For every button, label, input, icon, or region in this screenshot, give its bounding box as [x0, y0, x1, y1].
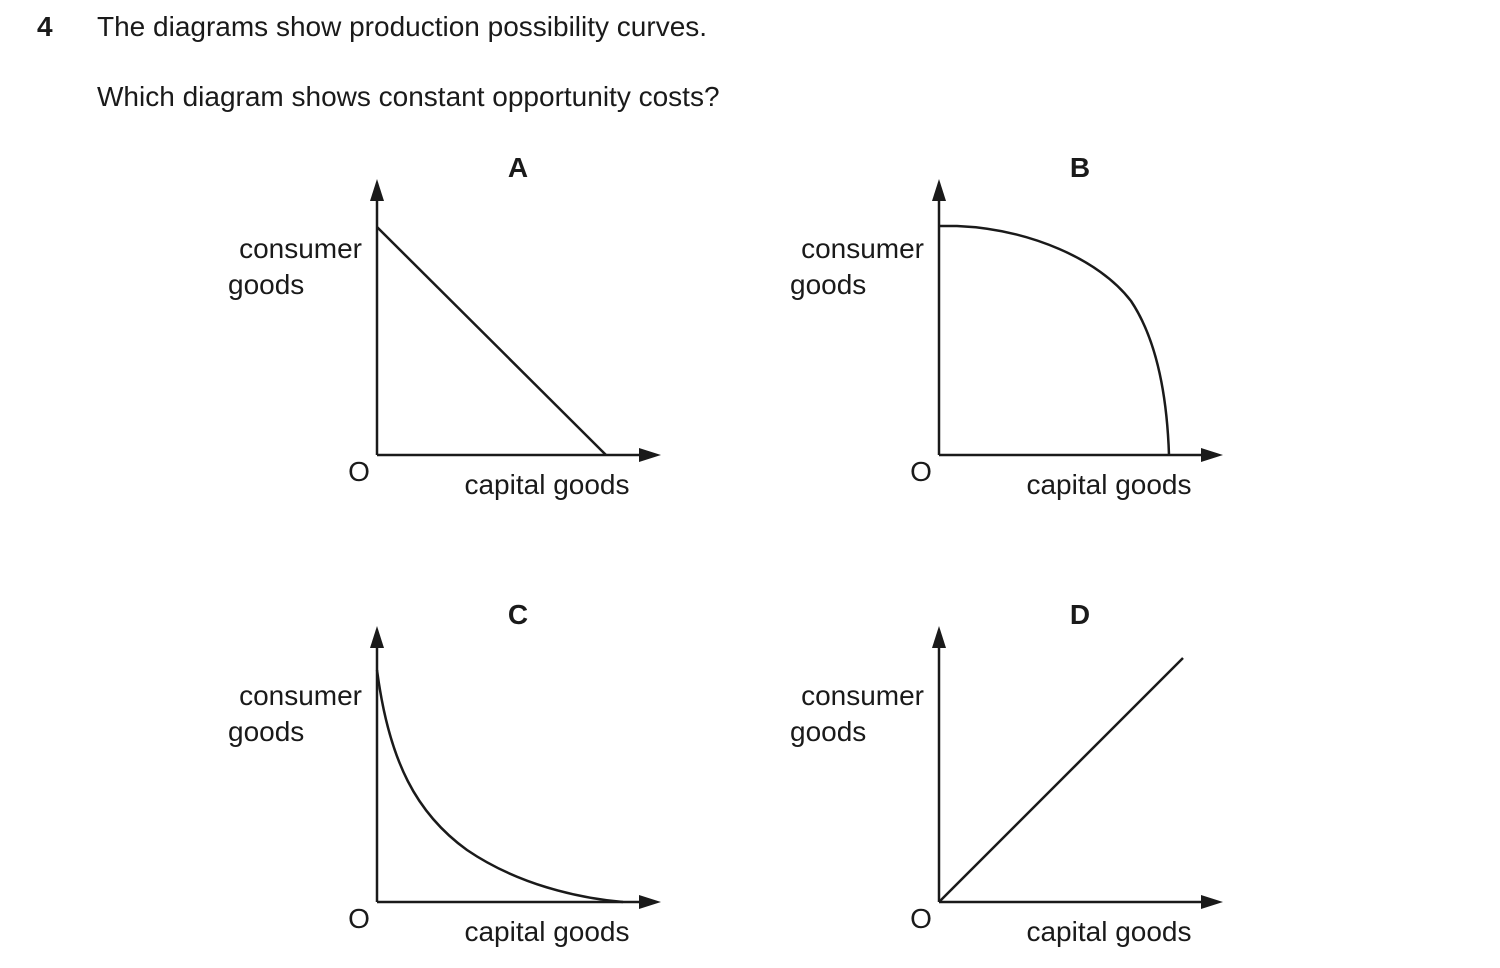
diagram-letter: A [508, 152, 528, 183]
y-axis-label: goods [228, 269, 304, 300]
x-axis-arrow [1201, 448, 1223, 462]
diagram-c: C consumer goods O capital goods [228, 599, 661, 947]
origin-label: O [348, 456, 370, 487]
question-number: 4 [37, 11, 53, 42]
origin-label: O [910, 903, 932, 934]
y-axis-arrow [370, 626, 384, 648]
origin-label: O [910, 456, 932, 487]
x-axis-arrow [1201, 895, 1223, 909]
y-axis-label: consumer [801, 233, 924, 264]
y-axis-arrow [932, 179, 946, 201]
ppc-curve [375, 669, 624, 904]
y-axis-arrow [932, 626, 946, 648]
diagram-d: D consumer goods O capital goods [790, 599, 1223, 947]
y-axis-label: goods [228, 716, 304, 747]
y-axis-label: goods [790, 269, 866, 300]
diagram-letter: C [508, 599, 528, 630]
origin-label: O [348, 903, 370, 934]
diagram-letter: B [1070, 152, 1090, 183]
y-axis-label: consumer [239, 233, 362, 264]
ppc-curve [939, 224, 1171, 456]
question-stem: The diagrams show production possibility… [97, 11, 708, 42]
ppc-curve [938, 657, 1184, 903]
x-axis-label: capital goods [464, 469, 629, 500]
question-prompt: Which diagram shows constant opportunity… [97, 81, 720, 112]
y-axis-arrow [370, 179, 384, 201]
x-axis-label: capital goods [464, 916, 629, 947]
x-axis-arrow [639, 448, 661, 462]
y-axis-label: consumer [801, 680, 924, 711]
diagram-b: B consumer goods O capital goods [790, 152, 1223, 500]
y-axis-label: consumer [239, 680, 362, 711]
ppc-curve [376, 226, 607, 456]
x-axis-arrow [639, 895, 661, 909]
x-axis-label: capital goods [1026, 469, 1191, 500]
diagram-letter: D [1070, 599, 1090, 630]
x-axis-label: capital goods [1026, 916, 1191, 947]
diagram-a: A consumer goods O capital goods [228, 152, 661, 500]
y-axis-label: goods [790, 716, 866, 747]
